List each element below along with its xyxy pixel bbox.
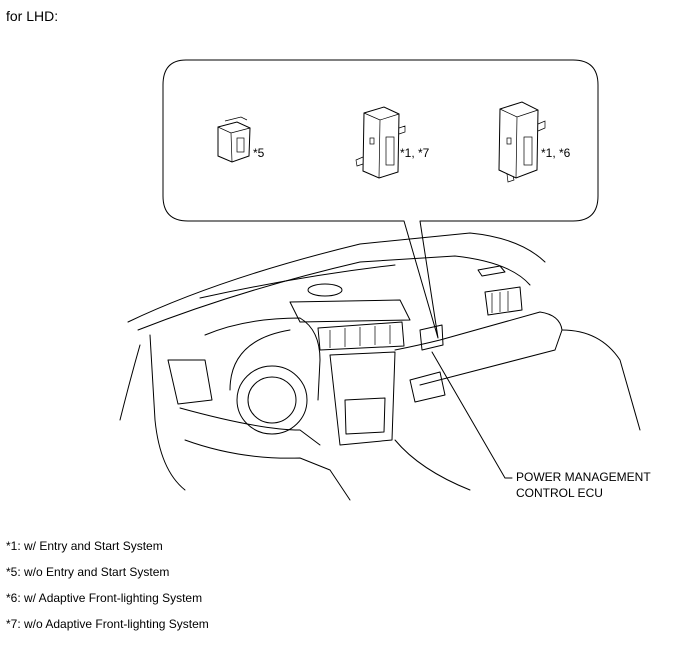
callout-leader-line bbox=[431, 351, 513, 479]
legend-item: *6: w/ Adaptive Front-lighting System bbox=[6, 591, 203, 605]
legend-item: *5: w/o Entry and Start System bbox=[6, 565, 170, 579]
ecu-variant-1-7-icon bbox=[355, 106, 406, 179]
component-callout: POWER MANAGEMENT CONTROL ECU bbox=[516, 469, 651, 501]
ecu-variant-1-6-label: *1, *6 bbox=[541, 146, 571, 160]
callout-line-1: POWER MANAGEMENT bbox=[516, 470, 651, 484]
ecu-variant-5-icon bbox=[217, 116, 251, 163]
legend-item: *1: w/ Entry and Start System bbox=[6, 539, 163, 553]
inset-frame bbox=[162, 59, 599, 339]
ecu-variant-5-label: *5 bbox=[253, 146, 265, 160]
ecu-variant-1-7-label: *1, *7 bbox=[400, 146, 430, 160]
callout-line-2: CONTROL ECU bbox=[516, 486, 603, 500]
page-title: for LHD: bbox=[6, 8, 59, 24]
dashboard-drawing bbox=[119, 232, 641, 501]
legend-item: *7: w/o Adaptive Front-lighting System bbox=[6, 617, 209, 631]
legend: *1: w/ Entry and Start System *5: w/o En… bbox=[6, 538, 209, 642]
ecu-variant-1-6-icon bbox=[498, 101, 546, 183]
